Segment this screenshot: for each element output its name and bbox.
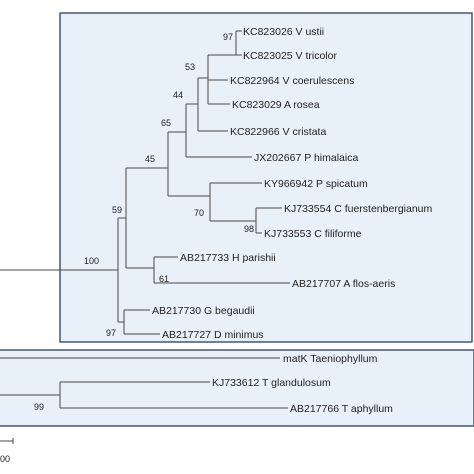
scale-bar: 00 <box>0 438 14 464</box>
bootstrap-value: 61 <box>159 274 169 284</box>
bootstrap-value: 53 <box>185 62 195 72</box>
tip-label: matK Taeniophyllum <box>283 353 378 365</box>
tip-label: KC823029 A rosea <box>232 99 320 111</box>
tip-label: AB217766 T aphyllum <box>290 403 393 415</box>
tip-label: KC823025 V tricolor <box>243 50 337 62</box>
bootstrap-value: 99 <box>34 402 44 412</box>
bootstrap-value: 100 <box>84 256 99 266</box>
tip-label: KC823026 V ustii <box>243 26 324 38</box>
tip-label: AB217730 G begaudii <box>152 305 255 317</box>
tip-label: KJ733553 C filiforme <box>264 228 362 240</box>
outgroup-clade-box <box>0 349 474 427</box>
tip-label: KJ733612 T glandulosum <box>212 377 331 389</box>
bootstrap-value: 59 <box>112 205 122 215</box>
bootstrap-value: 70 <box>194 208 204 218</box>
tip-label: AB217733 H parishii <box>180 252 276 264</box>
scale-bar-label: 00 <box>0 454 10 464</box>
bootstrap-value: 65 <box>161 118 171 128</box>
bootstrap-value: 45 <box>145 154 155 164</box>
outgroup-branches <box>0 357 288 409</box>
tip-label: KJ733554 C fuerstenbergianum <box>284 203 433 215</box>
tip-label: AB217707 A flos-aeris <box>292 278 395 290</box>
bootstrap-value: 44 <box>173 90 183 100</box>
tree-branches <box>0 30 290 335</box>
tip-label: KC822964 V coerulescens <box>230 75 354 87</box>
tip-label: KY966942 P spicatum <box>264 178 368 190</box>
ingroup-clade-box <box>59 12 473 343</box>
tip-label: JX202667 P himalaica <box>254 152 358 164</box>
tip-label: KC822966 V cristata <box>230 126 326 138</box>
tip-label: AB217727 D minimus <box>162 329 264 341</box>
bootstrap-value: 98 <box>244 224 254 234</box>
bootstrap-value: 97 <box>223 32 233 42</box>
bootstrap-value: 97 <box>106 328 116 338</box>
